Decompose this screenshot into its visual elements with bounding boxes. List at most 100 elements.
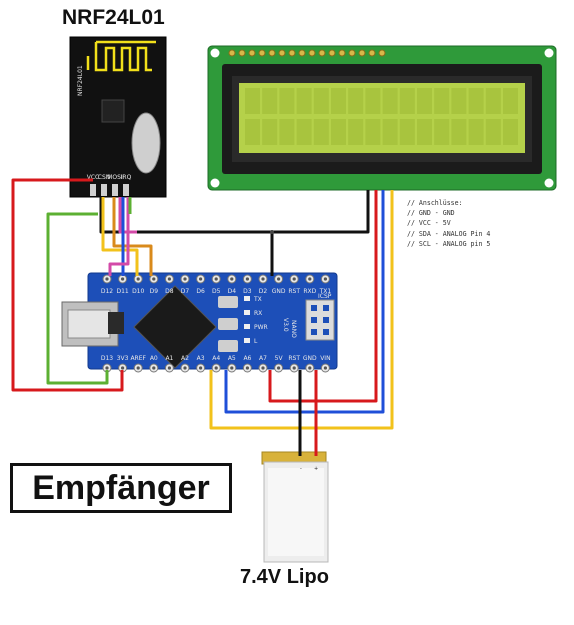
nano-pin-label: A1 [165,355,173,362]
connection-note-line: // VCC - 5V [407,219,451,228]
nano-led [244,296,250,301]
icsp-pin [311,317,317,323]
nano-pin-label: 5V [275,355,284,362]
lcd-character-cell [485,119,501,145]
lcd-pin [308,49,316,57]
lcd-character-cell [348,119,364,145]
lcd-pin [348,49,356,57]
lipo-battery: - + [261,451,329,563]
wire-yellow-ce [101,197,139,276]
lcd-pin [288,49,296,57]
lcd-character-cell [313,88,329,114]
nano-brand-label: NANO [290,320,297,338]
nrf-module-label: NRF24L01 [77,65,84,96]
lcd-character-cell [451,88,467,114]
lcd-character-cell [434,88,450,114]
lcd-pin [318,49,326,57]
nrf-pin [101,184,107,196]
nrf-pin [112,184,118,196]
wire-pink-mosi [118,197,137,234]
lcd-pin [238,49,246,57]
battery-plus-label: + [314,466,318,472]
nrf-pin-label: MOSI [107,174,123,181]
icsp-pin [311,329,317,335]
mounting-hole [210,178,220,188]
nano-pin-label: D8 [165,288,174,295]
nano-pin-label: RXD [303,288,316,295]
nano-pin-label: 3V3 [117,355,129,362]
nano-pin-label: D12 [101,288,113,295]
lcd-character-cell [262,119,278,145]
lcd-character-cell [468,88,484,114]
lcd-character-cell [399,119,415,145]
nano-led [244,324,250,329]
lcd-pin [228,49,236,57]
icsp-label: ICSP [318,293,332,300]
reset-button [218,296,238,308]
wires [11,178,394,456]
wire-black-lcd-gnd [272,190,370,234]
nrf-pin [123,184,129,196]
wire-black-gnd [99,197,274,276]
nano-pin-label: RST [288,288,300,295]
lcd-character-cell [468,119,484,145]
lcd-character-cell [365,88,381,114]
lcd-pin [328,49,336,57]
nrf-pin-label: CSN [98,174,111,181]
lcd-pin [338,49,346,57]
nano-pin-label: D13 [101,355,113,362]
receiver-label-box: Empfänger [10,463,232,513]
nano-led-label: TX [253,296,262,303]
nano-pin-label: GND [272,288,286,295]
connection-note-line: // SCL - ANALOG pin 5 [407,239,491,248]
nrf-pin [90,184,96,196]
nrf-pin-label: IRQ [121,174,132,181]
wire-red-vcc [11,178,124,392]
wire-junctions [270,230,274,234]
lcd-pin [358,49,366,57]
icsp-pin [323,329,329,335]
lcd-character-cell [313,119,329,145]
wire-red-lcd-vcc [268,190,378,403]
lcd-header-pins [228,49,386,57]
nano-pin-label: D2 [259,288,268,295]
lcd-pin [248,49,256,57]
receiver-label: Empfänger [32,468,210,507]
lcd-character-cell [417,119,432,145]
icsp-header [305,299,335,341]
lcd-character-cell [296,88,312,114]
nano-led-label: RX [254,310,262,317]
wire-blue-lcd-sda [224,190,385,414]
connection-note-line: // Anschlüsse: [407,199,463,207]
nano-pin-label: A2 [181,355,189,362]
nano-pin-label: D11 [116,288,128,295]
nano-pin-label: D7 [181,288,190,295]
nano-pin-label: A6 [243,355,251,362]
connection-note-line: // GND - GND [407,209,455,218]
nano-pin-label: TX1 [319,288,332,295]
mounting-hole [544,178,554,188]
nrf-pin-label: VCC [87,174,99,181]
lcd-character-cell [503,88,518,114]
lcd-character-cell [296,119,312,145]
nano-pin-label: VIN [320,355,330,362]
mounting-hole [210,48,220,58]
nano-pin-label: A0 [150,355,158,362]
lcd-pin [278,49,286,57]
lcd-pin [298,49,306,57]
icsp-pin [323,305,329,311]
nano-pin-label: D10 [132,288,144,295]
nano-pin-label: D5 [212,288,221,295]
nano-pin-label: A4 [212,355,220,362]
battery-minus-label: - [300,466,302,472]
icsp-pin [311,305,317,311]
nano-pin-label: A3 [197,355,205,362]
lcd-module [207,45,557,191]
